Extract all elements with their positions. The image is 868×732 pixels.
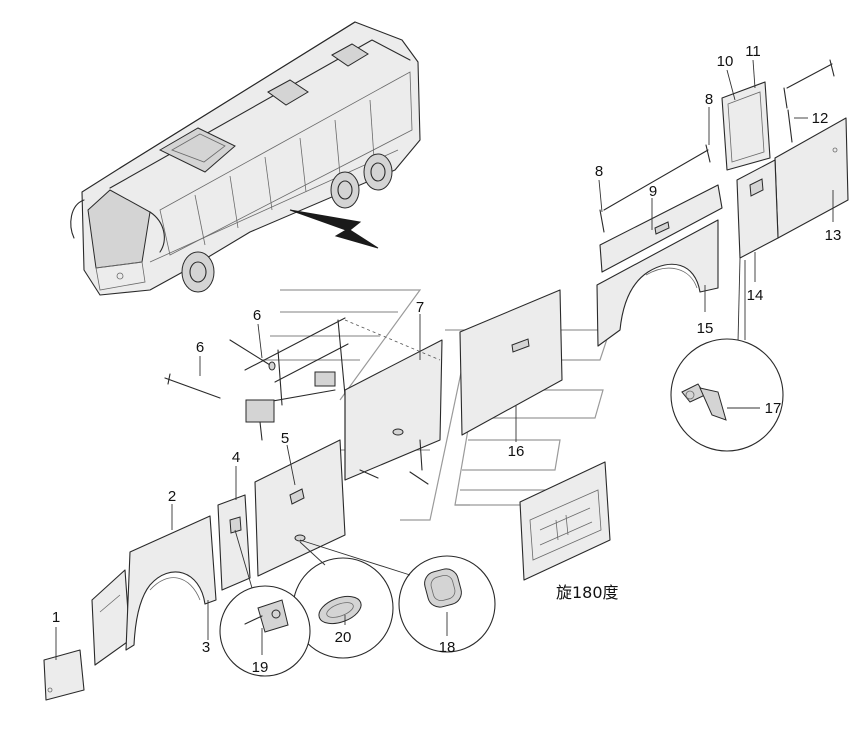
detail-leader-lines (234, 260, 746, 589)
callout-8-right: 8 (705, 91, 713, 108)
part-14-side-door-panel (736, 159, 779, 343)
part-1-front-panel (43, 649, 85, 701)
detail-circle-20-handle (292, 557, 394, 659)
part-12-rear-hinge-bar (783, 59, 835, 143)
callout-6-left: 6 (196, 339, 204, 356)
view-direction-arrow (289, 209, 379, 249)
callout-9: 9 (649, 183, 657, 200)
callout-12: 12 (812, 110, 829, 127)
part-13-rear-side-door (774, 117, 849, 239)
part-8-upper-hinge-bar (599, 144, 711, 233)
callout-5: 5 (281, 430, 289, 447)
callout-7: 7 (416, 299, 424, 316)
detail-circle-17-latch (670, 338, 784, 452)
part-6-gas-struts (164, 339, 276, 399)
part-number-callouts: 1 2 3 4 5 6 6 7 8 8 9 10 11 12 13 14 15 (52, 43, 842, 676)
hinge-frame-assembly (244, 317, 441, 441)
detail-circle-19-lock (219, 585, 311, 677)
callout-16: 16 (508, 443, 525, 460)
part-5-luggage-door-panel (254, 439, 346, 577)
detail-circle-18-handle (398, 555, 496, 653)
part-7-side-panel (344, 339, 443, 485)
callout-8-left: 8 (595, 163, 603, 180)
part-11-window-panel (721, 81, 771, 171)
part-15-rear-wheel-arch-panel (596, 219, 719, 347)
callout-6-upper: 6 (253, 307, 261, 324)
callout-17: 17 (765, 400, 782, 417)
callout-4: 4 (232, 449, 240, 466)
callout-13: 13 (825, 227, 842, 244)
part-16-rear-side-panel (459, 289, 563, 436)
front-skirt-panel (91, 569, 131, 666)
callout-20: 20 (335, 629, 352, 646)
rotated-luggage-door-inner-view (519, 461, 611, 581)
callout-18: 18 (439, 639, 456, 656)
callout-11: 11 (745, 43, 761, 60)
rotation-note: 旋180度 (556, 583, 619, 602)
part-2-front-wheel-arch-panel (125, 515, 217, 651)
callout-10: 10 (717, 53, 734, 70)
callout-14: 14 (747, 287, 764, 304)
callout-15: 15 (697, 320, 714, 337)
part-9-rear-upper-panel (599, 184, 723, 273)
callout-19: 19 (252, 659, 269, 676)
bus-illustration (70, 21, 421, 296)
callout-2: 2 (168, 488, 176, 505)
part-4-narrow-panel (217, 494, 251, 591)
callout-1: 1 (52, 609, 60, 626)
callout-3: 3 (202, 639, 210, 656)
